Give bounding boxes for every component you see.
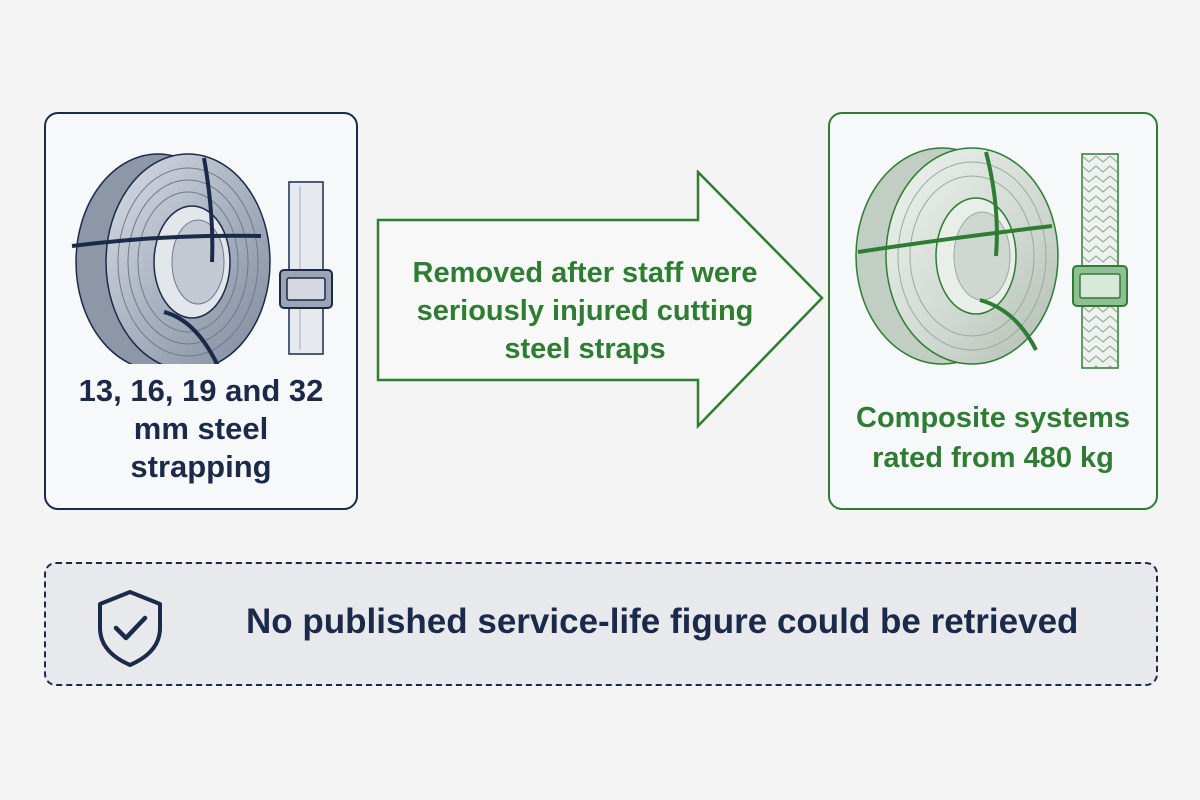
steel-strapping-panel: 13, 16, 19 and 32 mm steel strapping [44, 112, 358, 510]
notice-text: No published service-life figure could b… [246, 602, 1079, 641]
arrow-reason-text: Removed after staff were seriously injur… [412, 257, 758, 365]
transition-arrow [376, 170, 824, 430]
steel-strapping-caption: 13, 16, 19 and 32 mm steel strapping [78, 373, 324, 484]
composite-strapping-panel: Composite systems rated from 480 kg [828, 112, 1158, 510]
composite-coil-icon [855, 147, 1059, 365]
composite-coil-illustration [855, 147, 1128, 369]
composite-strapping-caption: Composite systems rated from 480 kg [856, 402, 1130, 474]
composite-strap-buckle-icon [1072, 153, 1128, 369]
steel-coil-icon [71, 153, 271, 364]
steel-coil-illustration [71, 153, 333, 364]
service-life-notice: No published service-life figure could b… [44, 562, 1158, 686]
steel-strap-buckle-icon [279, 181, 333, 355]
shield-check-icon [98, 590, 162, 667]
